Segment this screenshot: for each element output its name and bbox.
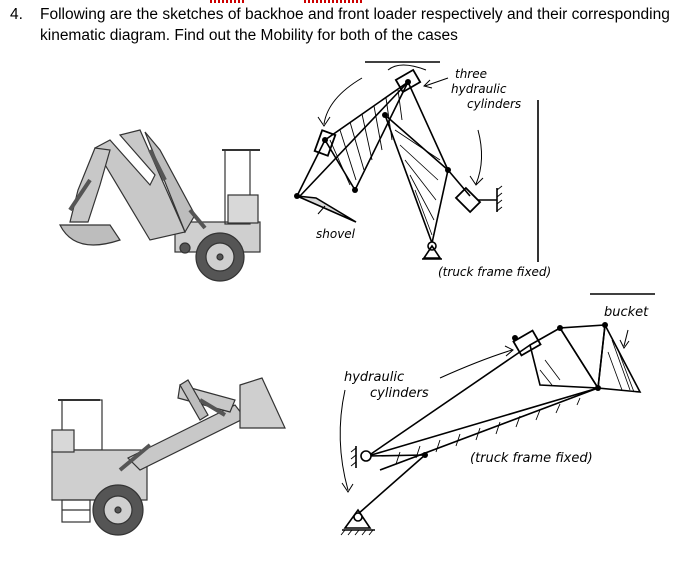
shovel-label: shovel bbox=[316, 227, 356, 241]
spellcheck-underline bbox=[210, 0, 246, 3]
spellcheck-underline bbox=[304, 0, 364, 3]
backhoe-cylinders-label-3: cylinders bbox=[467, 97, 521, 111]
loader-cylinders-label-2: cylinders bbox=[370, 386, 429, 401]
backhoe-kinematic-diagram bbox=[294, 61, 539, 262]
question-text: Following are the sketches of backhoe an… bbox=[40, 6, 670, 44]
backhoe-sketch bbox=[59, 129, 261, 282]
backhoe-cylinders-label-2: hydraulic bbox=[451, 82, 507, 96]
loader-kinematic-diagram bbox=[339, 293, 655, 536]
front-loader-sketch bbox=[51, 377, 286, 536]
loader-cylinders-label-1: hydraulic bbox=[344, 370, 404, 385]
question-number: 4. bbox=[10, 6, 23, 23]
backhoe-cylinders-label-1: three bbox=[455, 67, 487, 81]
backhoe-frame-label: (truck frame fixed) bbox=[438, 265, 551, 279]
loader-frame-label: (truck frame fixed) bbox=[470, 451, 593, 466]
bucket-label: bucket bbox=[604, 305, 649, 320]
